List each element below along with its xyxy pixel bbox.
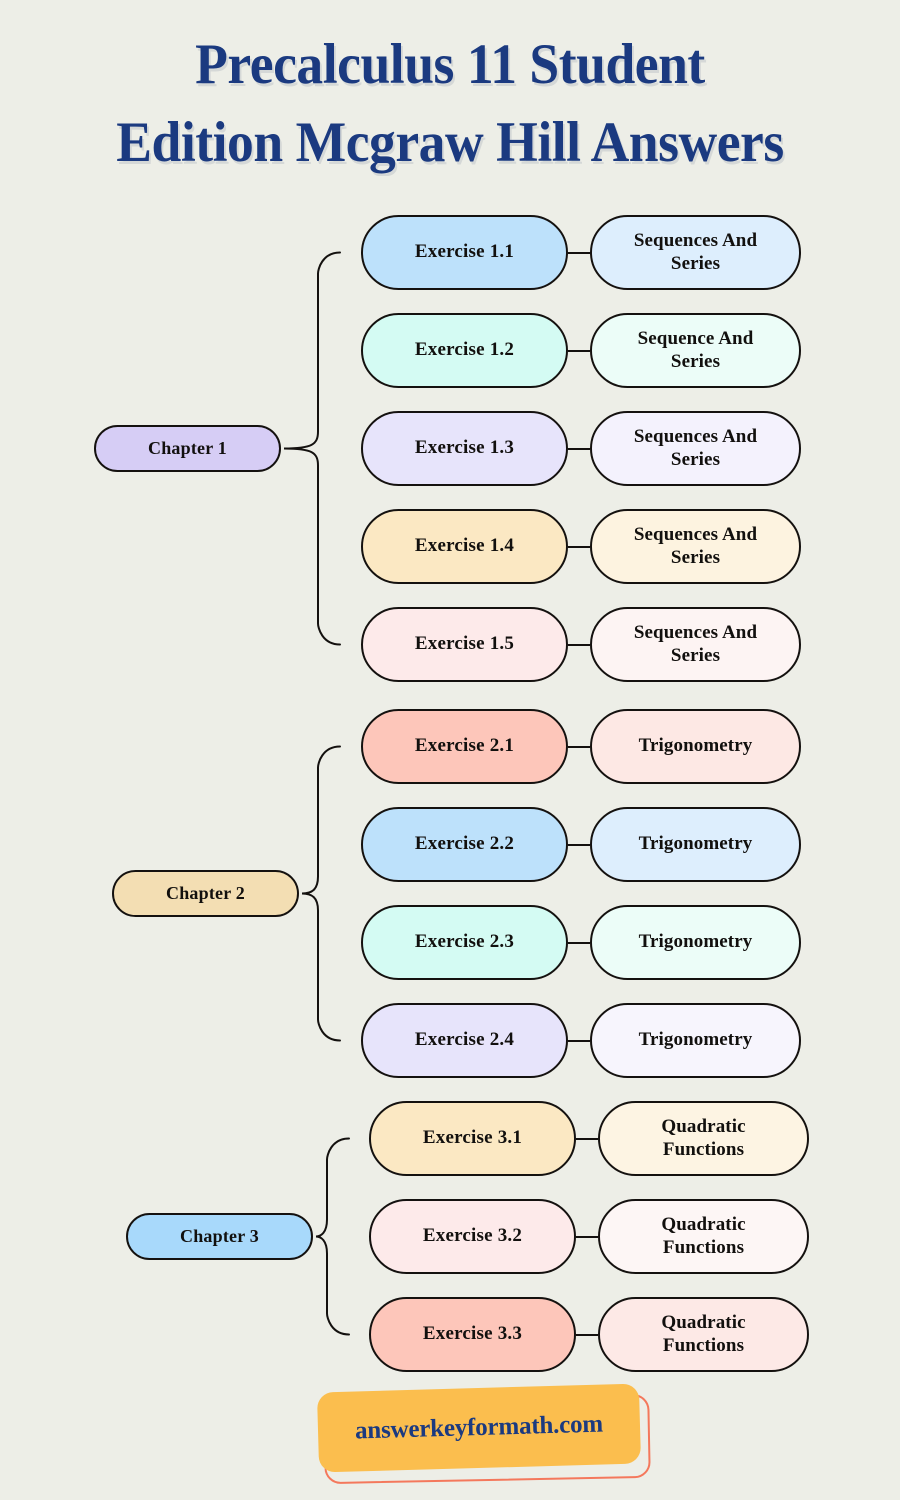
exercise-node[interactable]: Exercise 2.2 bbox=[361, 807, 568, 882]
topic-node[interactable]: Sequences And Series bbox=[590, 509, 801, 584]
chapter-node[interactable]: Chapter 1 bbox=[94, 425, 281, 472]
chapter-brace bbox=[301, 745, 341, 1042]
exercise-node[interactable]: Exercise 3.2 bbox=[369, 1199, 576, 1274]
exercise-topic-connector bbox=[576, 1333, 598, 1337]
topic-node[interactable]: Trigonometry bbox=[590, 905, 801, 980]
exercise-node[interactable]: Exercise 2.1 bbox=[361, 709, 568, 784]
topic-node[interactable]: Quadratic Functions bbox=[598, 1297, 809, 1372]
exercise-node[interactable]: Exercise 2.4 bbox=[361, 1003, 568, 1078]
exercise-node[interactable]: Exercise 1.1 bbox=[361, 215, 568, 290]
exercise-topic-connector bbox=[568, 251, 590, 255]
page-title: Precalculus 11 Student Edition Mcgraw Hi… bbox=[0, 26, 900, 182]
exercise-node[interactable]: Exercise 3.1 bbox=[369, 1101, 576, 1176]
exercise-topic-connector bbox=[568, 745, 590, 749]
topic-node[interactable]: Sequence And Series bbox=[590, 313, 801, 388]
topic-node[interactable]: Trigonometry bbox=[590, 709, 801, 784]
watermark-site-label: answerkeyformath.com bbox=[354, 1410, 604, 1445]
topic-node[interactable]: Sequences And Series bbox=[590, 411, 801, 486]
topic-node[interactable]: Trigonometry bbox=[590, 1003, 801, 1078]
exercise-topic-connector bbox=[568, 349, 590, 353]
exercise-node[interactable]: Exercise 1.3 bbox=[361, 411, 568, 486]
topic-node[interactable]: Sequences And Series bbox=[590, 215, 801, 290]
chapter-brace bbox=[315, 1137, 350, 1336]
exercise-topic-connector bbox=[568, 843, 590, 847]
site-watermark: answerkeyformath.com bbox=[316, 1383, 651, 1485]
chapter-node[interactable]: Chapter 3 bbox=[126, 1213, 313, 1260]
topic-node[interactable]: Sequences And Series bbox=[590, 607, 801, 682]
exercise-node[interactable]: Exercise 1.5 bbox=[361, 607, 568, 682]
page-title-line-1: Precalculus 11 Student bbox=[195, 33, 705, 96]
topic-node[interactable]: Trigonometry bbox=[590, 807, 801, 882]
exercise-node[interactable]: Exercise 1.4 bbox=[361, 509, 568, 584]
exercise-topic-connector bbox=[576, 1137, 598, 1141]
topic-node[interactable]: Quadratic Functions bbox=[598, 1199, 809, 1274]
exercise-topic-connector bbox=[568, 941, 590, 945]
exercise-node[interactable]: Exercise 2.3 bbox=[361, 905, 568, 980]
exercise-node[interactable]: Exercise 1.2 bbox=[361, 313, 568, 388]
exercise-topic-connector bbox=[576, 1235, 598, 1239]
exercise-topic-connector bbox=[568, 1039, 590, 1043]
exercise-topic-connector bbox=[568, 447, 590, 451]
exercise-topic-connector bbox=[568, 545, 590, 549]
topic-node[interactable]: Quadratic Functions bbox=[598, 1101, 809, 1176]
exercise-topic-connector bbox=[568, 643, 590, 647]
chapter-node[interactable]: Chapter 2 bbox=[112, 870, 299, 917]
exercise-node[interactable]: Exercise 3.3 bbox=[369, 1297, 576, 1372]
page-title-line-2: Edition Mcgraw Hill Answers bbox=[116, 111, 784, 174]
chapter-brace bbox=[283, 251, 341, 646]
